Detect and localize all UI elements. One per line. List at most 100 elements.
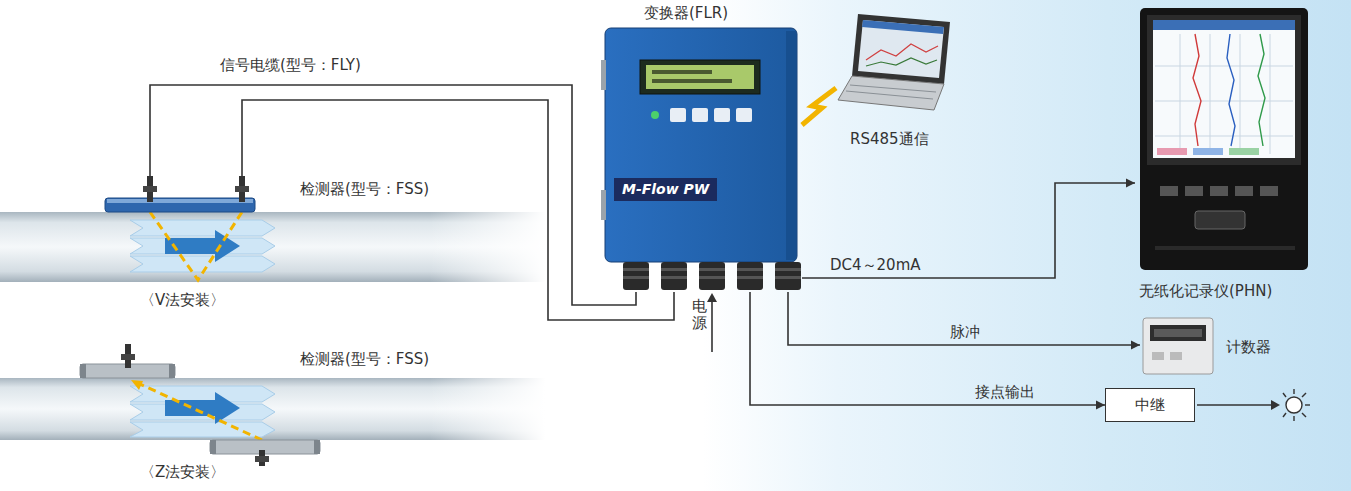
wire-line [802, 183, 1135, 278]
paperless-recorder-art-part [1193, 34, 1201, 146]
wire-line [788, 292, 1140, 345]
signal-wire [750, 292, 1105, 410]
converter-unit-art-part [623, 268, 649, 271]
node-sublabel: M-Flow PW [614, 178, 717, 201]
edge-label: 脉冲 [950, 323, 980, 341]
v-pipe-part [420, 205, 550, 290]
converter-unit-art-part [623, 276, 649, 279]
paperless-recorder-art-part [1140, 8, 1308, 270]
wire-line [750, 292, 1105, 405]
z-lower-detector [210, 440, 320, 466]
lamp-output-part [1286, 397, 1302, 413]
z-lower-detector-part [314, 440, 320, 454]
lamp-output-part [1197, 404, 1272, 406]
pulse-counter-art-part [1170, 352, 1182, 360]
converter-unit-art-part [786, 31, 796, 260]
converter-unit-art-part [699, 268, 725, 271]
laptop-pc-art-part [846, 91, 933, 99]
v-pipe [0, 205, 550, 290]
converter-unit-art-part [775, 276, 801, 279]
sensor-detector-art-part [80, 364, 86, 378]
node-label: 计数器 [1226, 338, 1271, 356]
converter-unit-art-part [623, 262, 649, 290]
node-label: 无纸化记录仪(PHN) [1139, 282, 1272, 300]
sensor-detector-art-part [169, 364, 175, 378]
z-pipe-part [140, 384, 262, 440]
lamp-output-part [1293, 416, 1294, 421]
converter-unit-art-part [737, 262, 763, 290]
sensor-detector: 检测器(型号：FSS) [75, 342, 445, 382]
arrow-head [1131, 341, 1140, 350]
z-pipe-part [130, 422, 275, 437]
paperless-recorder-art [1135, 6, 1315, 306]
paperless-recorder-art-part [1155, 66, 1293, 67]
converter-unit-art-part [699, 262, 725, 290]
sensor-detector-art-part [235, 186, 249, 192]
lamp-output [1197, 389, 1310, 421]
arrow-head [1126, 179, 1135, 188]
paperless-recorder-art-part [1258, 34, 1265, 146]
converter-unit-art-part [661, 268, 687, 271]
converter-unit-art-part [640, 60, 760, 94]
paperless-recorder-art-part [1153, 20, 1295, 158]
lamp-output-part [1283, 393, 1286, 397]
converter-unit-art-part [737, 276, 763, 279]
paperless-recorder-art-part [1185, 186, 1203, 196]
node-label: RS485通信 [850, 130, 929, 148]
signal-wire [788, 292, 1140, 350]
v-pipe-part [130, 220, 275, 236]
paperless-recorder-art-part [1235, 186, 1253, 196]
laptop-pc-art-part [866, 58, 937, 66]
z-pipe [0, 372, 550, 447]
method-label: 〈V法安装〉 [140, 291, 225, 309]
sensor-detector-art-part [105, 198, 255, 212]
lamp-output-part [1271, 400, 1280, 410]
paperless-recorder-art-part [1160, 186, 1178, 196]
lamp-output-part [1302, 413, 1306, 417]
laptop-pc: RS485通信 [836, 10, 966, 155]
paperless-recorder-art-part [1153, 20, 1295, 30]
z-pipe-part [420, 372, 550, 447]
laptop-pc-art-part [862, 20, 944, 34]
laptop-pc-art-part [838, 76, 944, 110]
converter-unit-art-part [714, 108, 730, 122]
converter-unit-art-part [601, 60, 606, 90]
power-arrow-part [711, 300, 713, 352]
z-pipe-part [131, 380, 143, 390]
laptop-pc-art-part [866, 44, 938, 60]
v-pipe-part [130, 256, 275, 272]
converter-unit: 变换器(FLR) M-Flow PW [600, 0, 802, 292]
sensor-detector: 检测器(型号：FSS) [100, 176, 445, 214]
converter-unit-art-part [737, 268, 763, 271]
lamp-output-part [1305, 404, 1310, 405]
power-arrow [707, 293, 717, 352]
node-label: 变换器(FLR) [644, 4, 728, 22]
paperless-recorder-art-part [1155, 101, 1293, 102]
z-pipe-part [165, 392, 240, 424]
converter-unit-art-part [661, 276, 687, 279]
lamp-output-part [1283, 413, 1286, 417]
converter-unit-art-part [736, 108, 752, 122]
signal-wire [150, 85, 636, 305]
comm-link [802, 88, 836, 125]
converter-unit-art [600, 0, 802, 292]
edge-label: 信号电缆(型号：FLY) [220, 56, 361, 74]
paperless-recorder-art-part [1193, 148, 1223, 155]
paperless-recorder: 无纸化记录仪(PHN) [1135, 6, 1315, 306]
pulse-counter-art-part [1143, 318, 1213, 374]
laptop-pc-art-part [858, 20, 944, 78]
edge-label: 接点输出 [975, 383, 1035, 401]
lamp-output-part [1302, 393, 1306, 397]
converter-unit-art-part [692, 108, 708, 122]
method-label: 〈Z法安装〉 [140, 463, 225, 481]
relay-box: 中继 [1105, 388, 1195, 422]
lamp-output-part [1293, 389, 1294, 394]
pulse-counter-art-part [1154, 329, 1202, 337]
z-lower-detector-part [255, 456, 269, 462]
wire-line [802, 88, 836, 125]
v-pipe-part [150, 212, 242, 280]
converter-unit-art-part [661, 262, 687, 290]
pulse-counter-art-part [1150, 325, 1206, 341]
paperless-recorder-art-part [1210, 186, 1228, 196]
